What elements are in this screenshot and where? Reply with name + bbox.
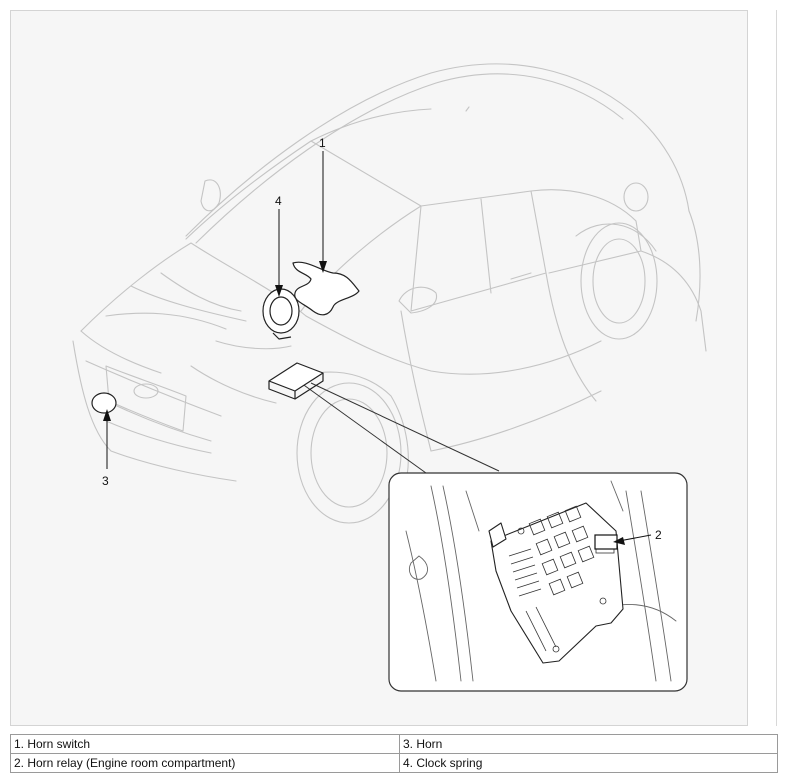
legend-item-horn-switch: 1. Horn switch — [10, 734, 400, 754]
car-illustration — [72, 63, 707, 524]
legend-row: 2. Horn relay (Engine room compartment) … — [10, 753, 778, 773]
clock-spring-shape — [262, 288, 300, 340]
legend-item-horn-relay: 2. Horn relay (Engine room compartment) — [10, 753, 400, 773]
callout-horn: 3 — [102, 474, 109, 488]
relay-box-inset — [388, 472, 688, 692]
leader-arrowheads — [103, 261, 625, 545]
horn-component-diagram: 1 4 3 2 — [72, 63, 707, 692]
right-divider — [776, 10, 777, 726]
figure-frame: 1 4 3 2 — [10, 10, 748, 726]
callout-horn-relay: 2 — [655, 528, 662, 542]
component-outlines — [91, 261, 360, 414]
zoom-lines — [300, 382, 500, 474]
callout-clock-spring: 4 — [275, 194, 282, 208]
legend-row: 1. Horn switch 3. Horn — [10, 734, 778, 754]
leader-lines — [106, 151, 652, 542]
callout-horn-switch: 1 — [319, 136, 326, 150]
horn-shape — [91, 392, 117, 414]
legend-item-horn: 3. Horn — [399, 734, 778, 754]
horn-switch-shape — [292, 261, 360, 316]
legend-table: 1. Horn switch 3. Horn 2. Horn relay (En… — [10, 734, 778, 773]
legend-item-clock-spring: 4. Clock spring — [399, 753, 778, 773]
